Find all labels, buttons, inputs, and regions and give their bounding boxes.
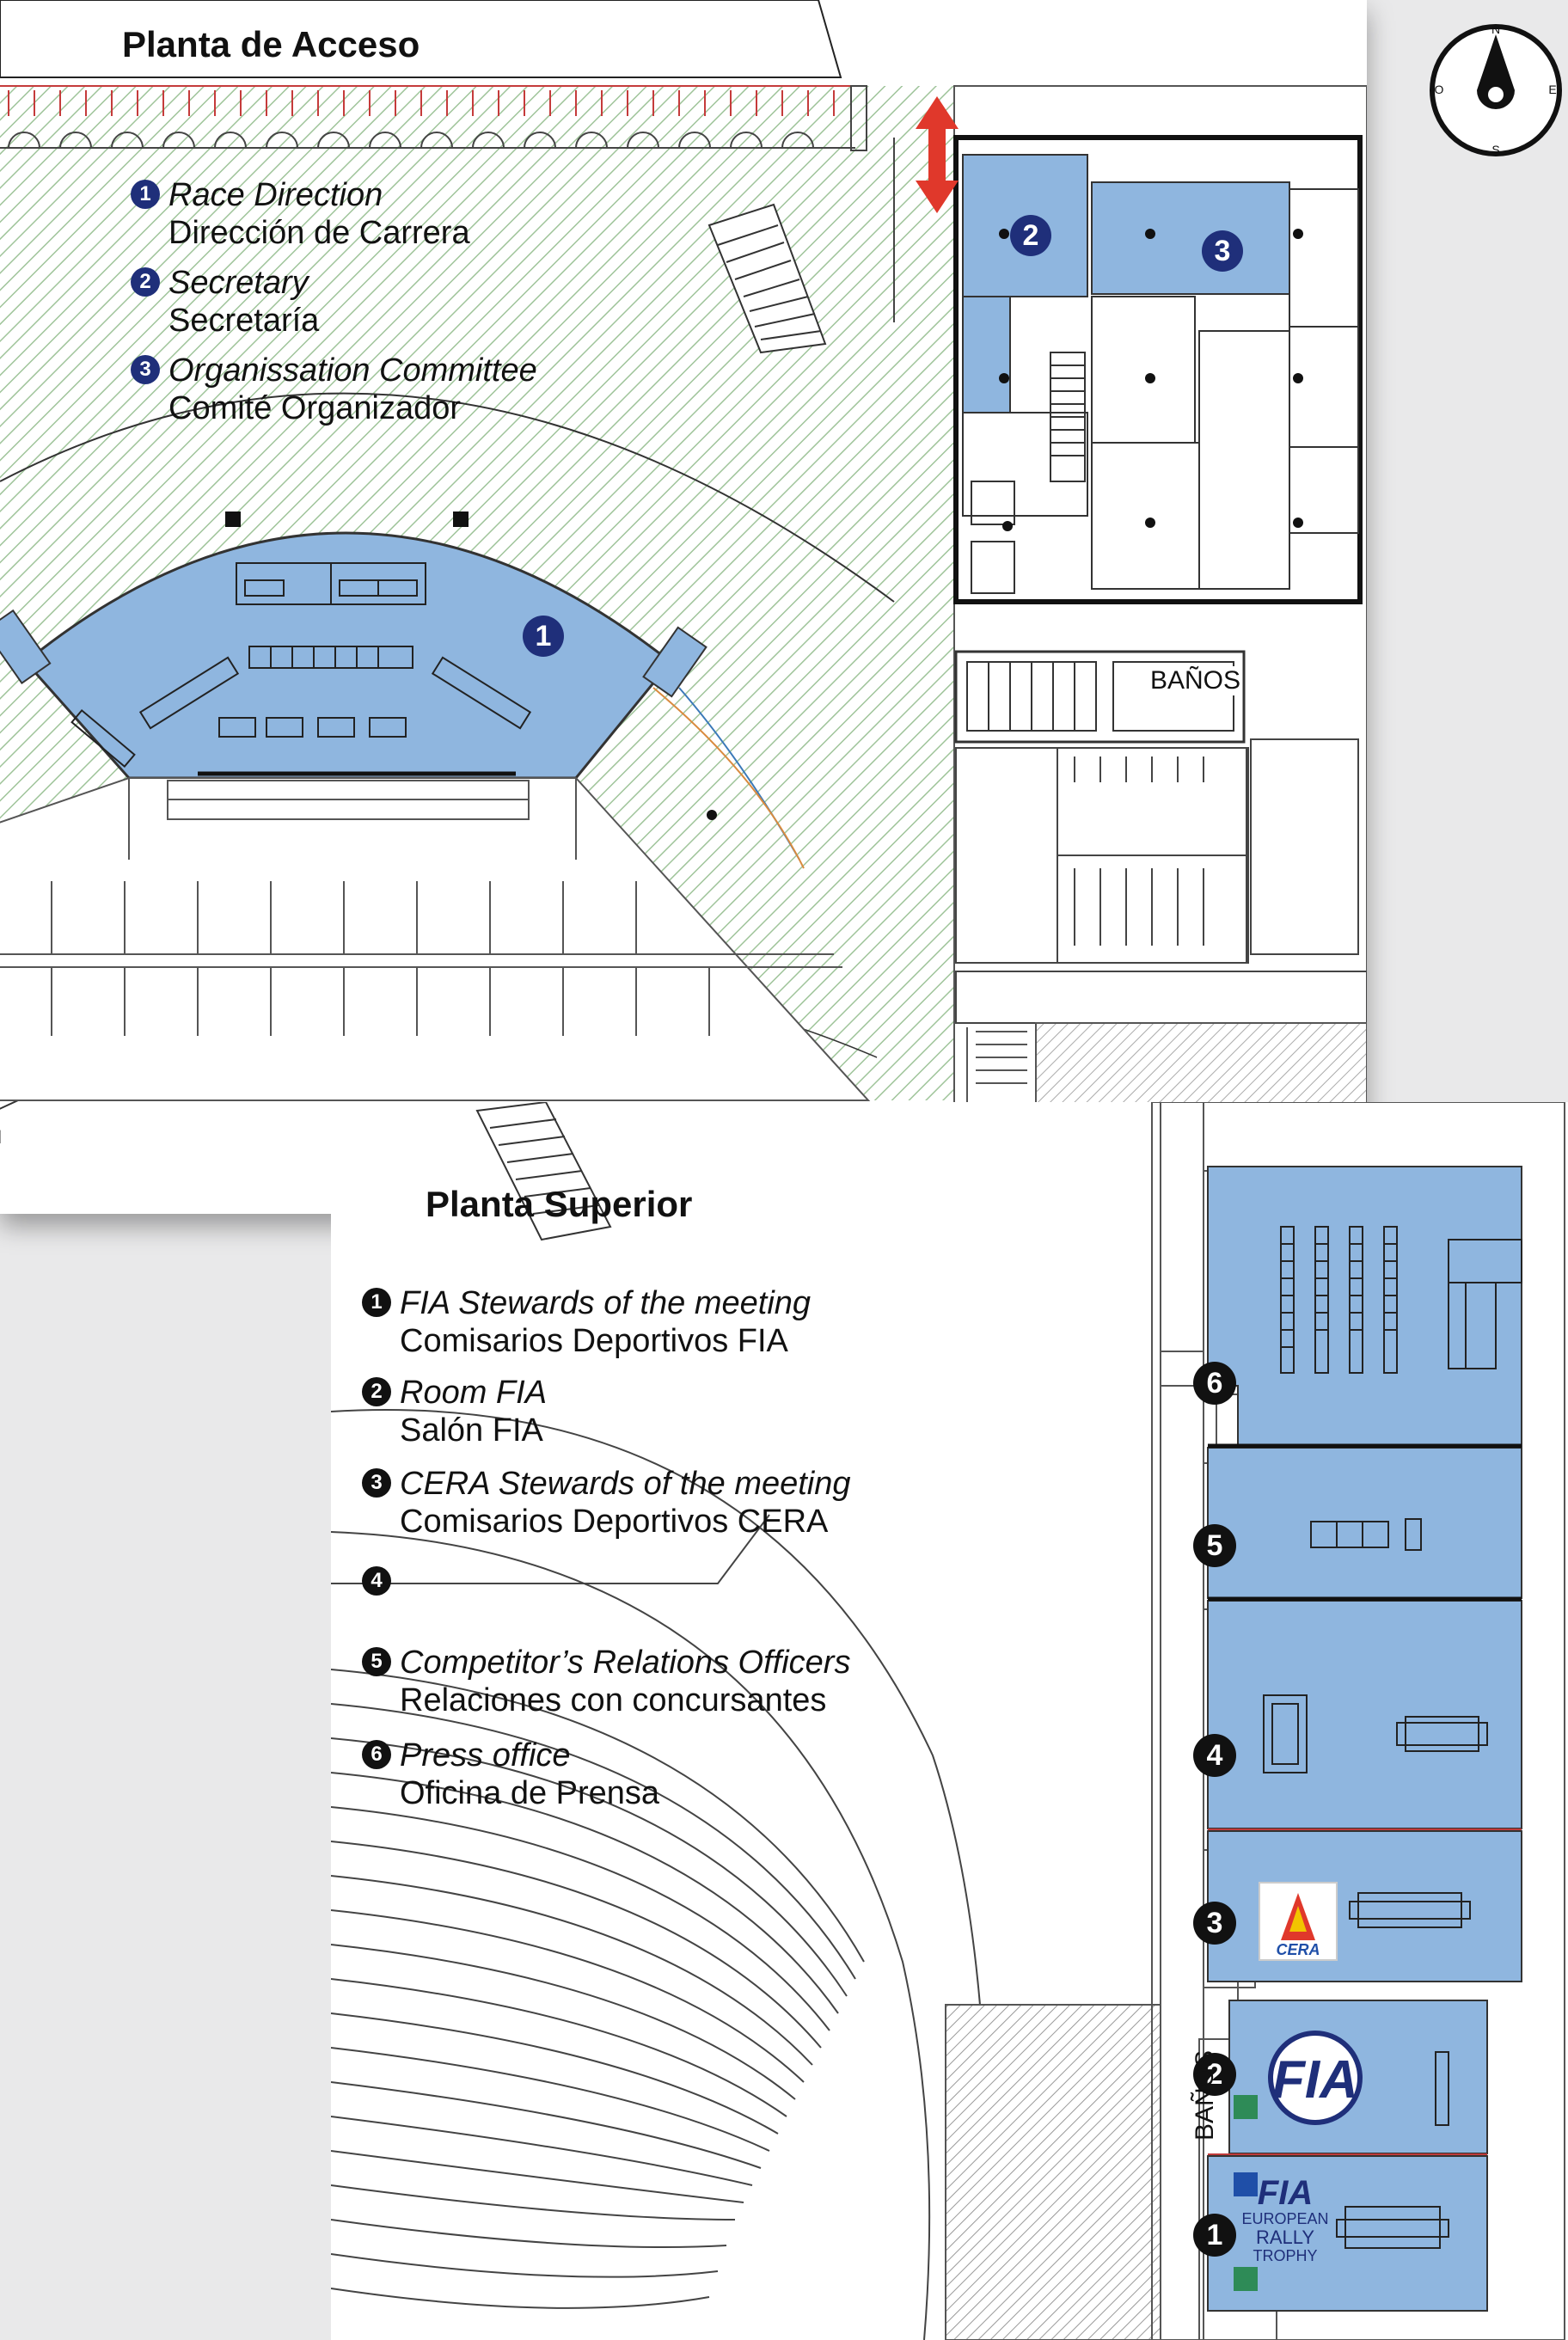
legend-spanish: Comisarios Deportivos FIA — [400, 1323, 788, 1359]
legend-english: CERA Stewards of the meeting — [400, 1466, 851, 1502]
legend-item-2: 2 Secretary Secretaría — [131, 264, 319, 340]
access-floor-plan: Planta de Acceso 1 Race Direction Direcc… — [0, 0, 1367, 1214]
legend-spanish: Comisarios Deportivos CERA — [400, 1504, 829, 1540]
room-4 — [1207, 1600, 1522, 1829]
room-marker-1: 1 — [523, 616, 564, 657]
fia-logo: FIA — [1268, 2031, 1363, 2125]
access-floor-title: Planta de Acceso — [122, 24, 420, 64]
room-marker-1: 1 — [1193, 2214, 1236, 2257]
legend-spanish: Salón FIA — [400, 1412, 543, 1449]
legend-number: 2 — [131, 267, 160, 297]
room-marker-6: 6 — [1193, 1362, 1236, 1405]
legend-english: Competitor’s Relations Officers — [400, 1645, 851, 1681]
legend-number: 3 — [362, 1468, 391, 1498]
fia-logo-text: FIA — [1272, 2050, 1358, 2110]
compass-letter-n: N — [1491, 22, 1500, 36]
room-marker-5: 5 — [1193, 1524, 1236, 1567]
restrooms-label: BAÑOS — [1150, 666, 1241, 695]
room-6-press-office — [1207, 1166, 1522, 1447]
legend-spanish: Dirección de Carrera — [168, 215, 470, 251]
legend-number: 3 — [131, 355, 160, 384]
room-marker-3: 3 — [1202, 230, 1243, 272]
legend-number: 1 — [131, 180, 160, 209]
legend-spanish: Oficina de Prensa — [400, 1775, 660, 1811]
upper-legend-item-6: 6 Press office Oficina de Prensa — [362, 1737, 659, 1812]
legend-english: Press office — [400, 1737, 571, 1773]
legend-number: 2 — [362, 1377, 391, 1406]
compass-letter-e: E — [1548, 83, 1556, 96]
compass-letter-s: S — [1491, 143, 1499, 156]
room-marker-4: 4 — [1193, 1734, 1236, 1777]
legend-spanish: Relaciones con concursantes — [400, 1682, 827, 1718]
upper-floor-title: Planta Superior — [426, 1184, 693, 1224]
legend-number: 1 — [362, 1288, 391, 1317]
legend-item-1: 1 Race Direction Dirección de Carrera — [131, 176, 470, 252]
upper-restrooms-label: BAÑOS — [1191, 2049, 1219, 2141]
room-5-relations-officers — [1207, 1447, 1522, 1599]
upper-legend-item-2: 2 Room FIA Salón FIA — [362, 1374, 547, 1449]
room-3-cera-stewards — [1207, 1830, 1522, 1982]
upper-legend-item-5: 5 Competitor’s Relations Officers Relaci… — [362, 1644, 850, 1719]
legend-number: 4 — [362, 1566, 391, 1596]
room-marker-2: 2 — [1010, 215, 1051, 256]
room-marker-3: 3 — [1193, 1902, 1236, 1945]
fia-trophy-line3: RALLY — [1256, 2227, 1314, 2248]
legend-english: Race Direction — [168, 177, 383, 213]
legend-number: 5 — [362, 1647, 391, 1676]
legend-item-3: 3 Organissation Committee Comité Organiz… — [131, 352, 537, 427]
fia-trophy-line1: FIA — [1258, 2174, 1313, 2212]
fia-trophy-line4: TROPHY — [1253, 2247, 1317, 2264]
title-banner — [0, 0, 842, 78]
compass-icon: N E S O — [1430, 22, 1562, 156]
room-marker-2: 2 — [1193, 2053, 1236, 2096]
legend-spanish: Comité Organizador — [168, 390, 462, 426]
legend-english: Room FIA — [400, 1375, 548, 1411]
upper-floor-plan: CERA FIA FIA EUROPEAN RALLY TROPHY Plant… — [331, 1102, 1568, 2340]
upper-legend-item-1: 1 FIA Stewards of the meeting Comisarios… — [362, 1284, 811, 1360]
upper-legend-item-4: 4 — [362, 1563, 400, 1596]
fia-trophy-line2: EUROPEAN — [1241, 2210, 1328, 2227]
cera-logo: CERA — [1259, 1882, 1338, 1961]
legend-number: 6 — [362, 1740, 391, 1769]
legend-english: Secretary — [168, 265, 309, 301]
room-3-committee — [1091, 181, 1290, 295]
legend-spanish: Secretaría — [168, 303, 320, 339]
upper-floor-drawing: CERA FIA FIA EUROPEAN RALLY TROPHY — [331, 1102, 1565, 2340]
cera-logo-text: CERA — [1276, 1941, 1320, 1958]
legend-english: Organissation Committee — [168, 352, 537, 389]
fia-trophy-logo: FIA EUROPEAN RALLY TROPHY — [1241, 2174, 1328, 2264]
legend-english: FIA Stewards of the meeting — [400, 1285, 812, 1321]
upper-legend-item-3: 3 CERA Stewards of the meeting Comisario… — [362, 1465, 851, 1541]
compass-letter-o: O — [1435, 83, 1444, 96]
entrance-arrow — [916, 96, 959, 213]
